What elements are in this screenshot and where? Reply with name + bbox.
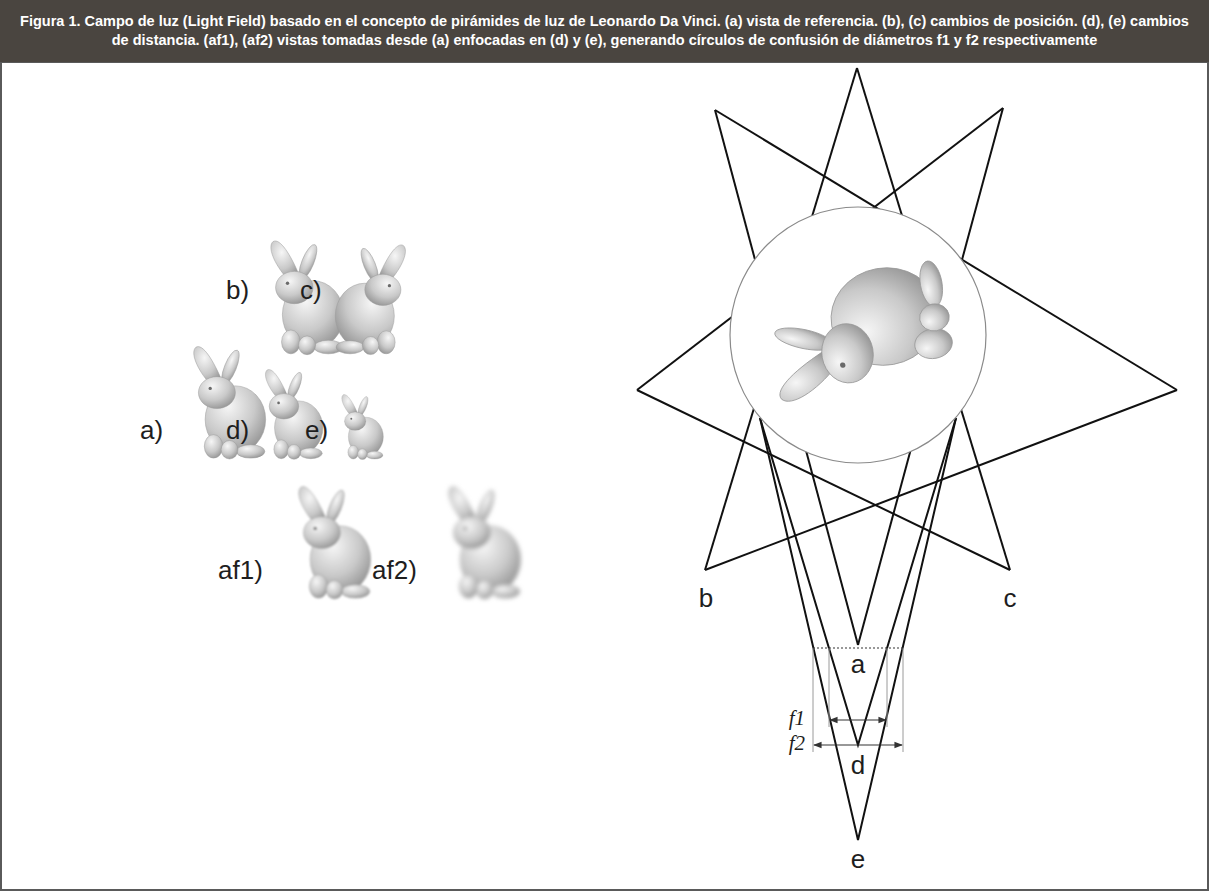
view-label: d) [226, 416, 249, 445]
bunny-top-view [761, 258, 959, 403]
pyramid-d [760, 418, 956, 745]
point-label: a [851, 650, 865, 679]
bunny-view-b [271, 241, 344, 355]
panel-frame [1, 62, 1208, 890]
view-label: af1) [218, 556, 263, 585]
bunny-views [194, 241, 521, 599]
title-bar: Figura 1. Campo de luz (Light Field) bas… [0, 0, 1209, 62]
distance-pyramids [760, 418, 956, 840]
view-label: af2) [372, 556, 417, 585]
bunny-view-af2 [449, 487, 521, 599]
point-label: d [851, 751, 865, 780]
object-circle [730, 207, 986, 463]
guide-line [887, 648, 888, 727]
dimension-arrow-f1 [830, 719, 886, 720]
guide-line [903, 648, 904, 752]
view-label: c) [300, 276, 322, 305]
point-label: b [699, 584, 713, 613]
diameter-label: f1 [789, 707, 805, 730]
point-label: c [1004, 584, 1017, 613]
guide-line [813, 648, 814, 752]
diameter-label: f2 [789, 732, 805, 755]
bunny-view-af1 [299, 487, 371, 599]
focus-plane [813, 647, 903, 648]
guide-line [829, 648, 830, 727]
light-star [637, 68, 1177, 645]
figure-title: Figura 1. Campo de luz (Light Field) bas… [12, 12, 1197, 50]
bunny-view-a [194, 347, 266, 459]
dimension-arrow-f2 [814, 744, 902, 745]
pyramid-e [760, 418, 956, 840]
view-label: a) [140, 416, 163, 445]
bunny-view-d [265, 370, 322, 460]
view-label: e) [305, 416, 328, 445]
bunny-view-e [342, 395, 384, 460]
dimension-guides [813, 648, 903, 752]
point-label: e [851, 845, 865, 874]
bunny-view-c [335, 245, 405, 355]
view-label: b) [226, 276, 249, 305]
